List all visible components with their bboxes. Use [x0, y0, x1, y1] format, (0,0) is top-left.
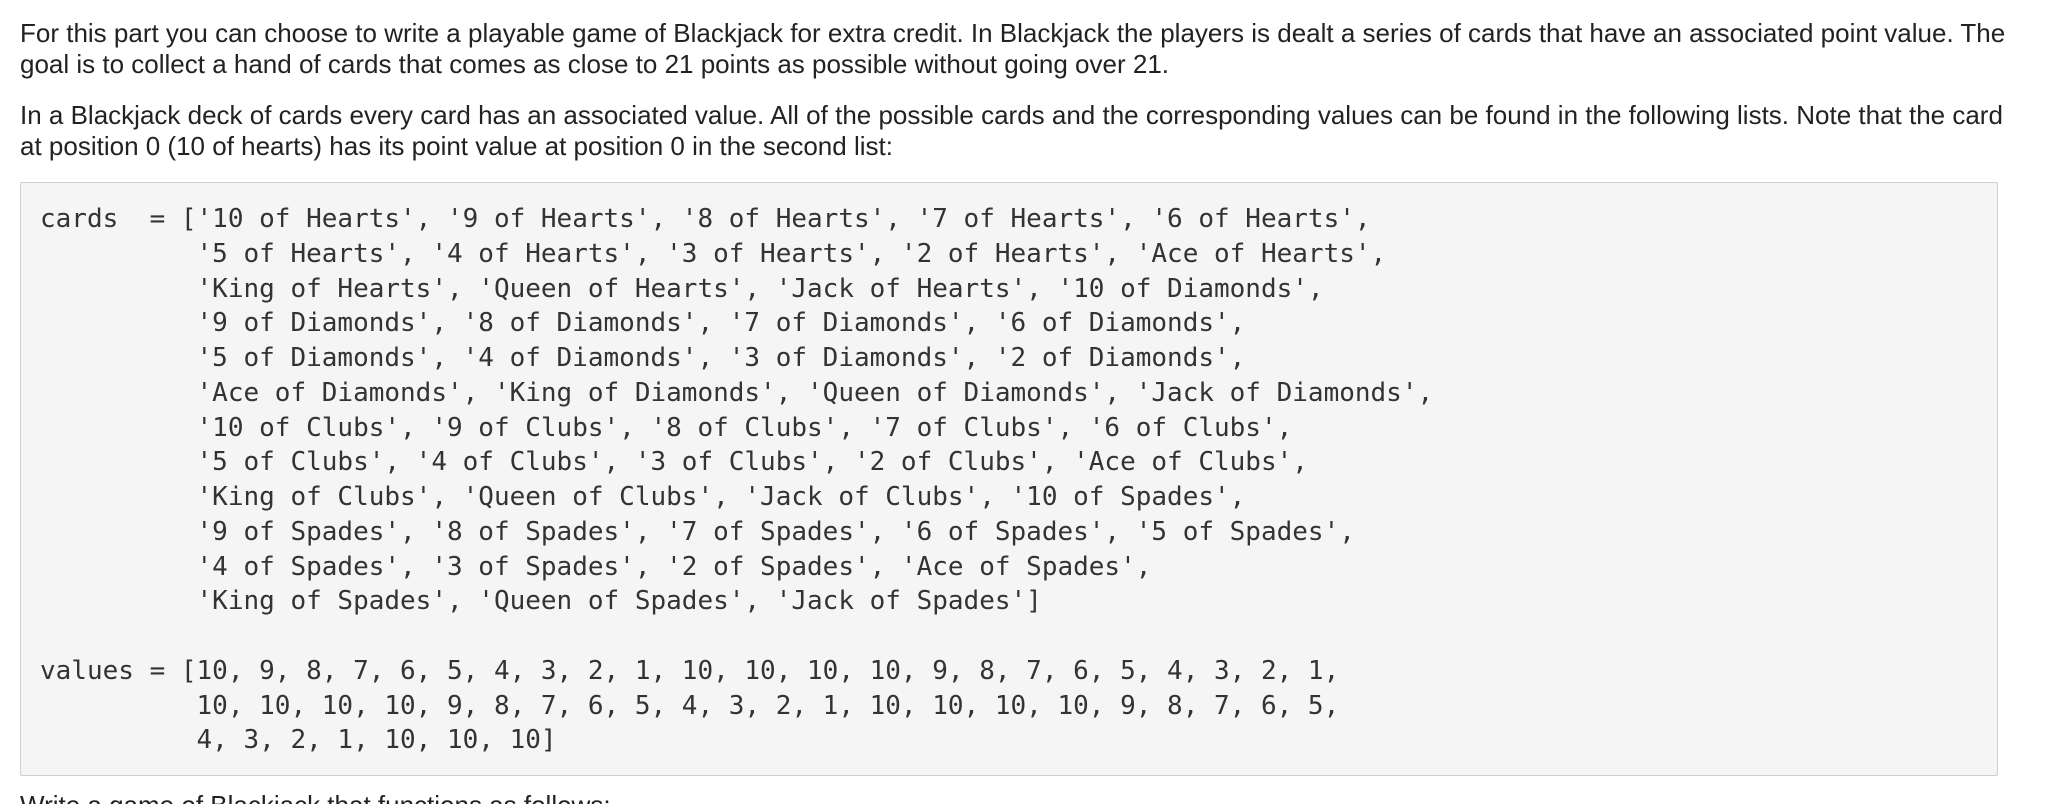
- next-paragraph-clipped: Write a game of Blackjack that functions…: [20, 790, 611, 804]
- intro-paragraph: For this part you can choose to write a …: [20, 18, 2006, 79]
- code-line: values = [10, 9, 8, 7, 6, 5, 4, 3, 2, 1,…: [40, 655, 1340, 686]
- code-line: '9 of Spades', '8 of Spades', '7 of Spad…: [40, 516, 1355, 547]
- code-line: 4, 3, 2, 1, 10, 10, 10]: [40, 725, 557, 756]
- code-line: '10 of Clubs', '9 of Clubs', '8 of Clubs…: [40, 412, 1293, 443]
- code-line: 'Ace of Diamonds', 'King of Diamonds', '…: [40, 377, 1434, 408]
- code-line: 'King of Hearts', 'Queen of Hearts', 'Ja…: [40, 273, 1324, 304]
- code-line: 'King of Clubs', 'Queen of Clubs', 'Jack…: [40, 482, 1246, 512]
- code-line: 'King of Spades', 'Queen of Spades', 'Ja…: [40, 586, 1042, 617]
- deck-paragraph: In a Blackjack deck of cards every card …: [20, 100, 2003, 161]
- code-line: '5 of Hearts', '4 of Hearts', '3 of Hear…: [40, 238, 1387, 269]
- code-line: '5 of Clubs', '4 of Clubs', '3 of Clubs'…: [40, 447, 1308, 478]
- code-line: '9 of Diamonds', '8 of Diamonds', '7 of …: [40, 308, 1246, 339]
- code-line: 10, 10, 10, 10, 9, 8, 7, 6, 5, 4, 3, 2, …: [40, 690, 1340, 721]
- code-line: cards = ['10 of Hearts', '9 of Hearts', …: [40, 204, 1371, 234]
- code-line: '4 of Spades', '3 of Spades', '2 of Spad…: [40, 551, 1152, 582]
- code-line: '5 of Diamonds', '4 of Diamonds', '3 of …: [40, 343, 1246, 373]
- code-block: cards = ['10 of Hearts', '9 of Hearts', …: [20, 182, 1998, 776]
- code-line: [40, 619, 1433, 654]
- code-content: cards = ['10 of Hearts', '9 of Hearts', …: [40, 202, 1433, 758]
